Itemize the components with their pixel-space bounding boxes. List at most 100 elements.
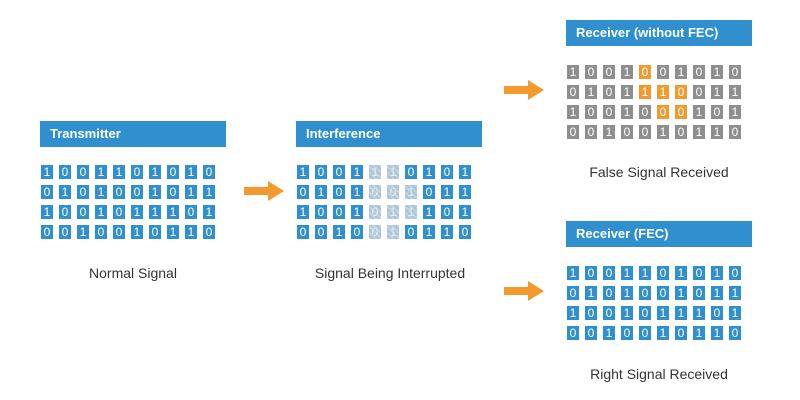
bit-cell: 0	[692, 84, 706, 100]
bit-cell: 1	[692, 124, 706, 140]
bit-cell: 1	[710, 84, 724, 100]
bit-cell: 1	[728, 84, 742, 100]
bit-cell: 1	[94, 164, 108, 180]
bit-cell: 0	[674, 104, 688, 120]
bit-cell: 1	[620, 64, 634, 80]
bit-cell: 1	[350, 164, 364, 180]
bit-cell: 1	[674, 305, 688, 321]
bit-cell: 1	[350, 184, 364, 200]
transmitter-header: Transmitter	[40, 121, 226, 147]
bit-cell: 1	[638, 84, 652, 100]
bit-cell: 1	[422, 164, 436, 180]
bit-cell: 1	[566, 305, 580, 321]
bit-cell: 0	[386, 184, 400, 200]
bit-cell: 0	[332, 204, 346, 220]
bit-cell: 1	[296, 204, 310, 220]
interference-caption: Signal Being Interrupted	[314, 265, 466, 281]
bit-cell: 0	[692, 265, 706, 281]
arrow-right-icon	[504, 281, 544, 301]
bit-cell: 0	[602, 305, 616, 321]
bit-cell: 0	[40, 184, 54, 200]
receiver-without-fec-caption: False Signal Received	[589, 164, 729, 180]
bit-cell: 1	[638, 265, 652, 281]
bit-cell: 1	[674, 265, 688, 281]
bit-cell: 0	[638, 305, 652, 321]
bit-cell: 0	[656, 104, 670, 120]
bit-cell: 0	[710, 305, 724, 321]
bit-cell: 0	[566, 285, 580, 301]
bit-cell: 0	[440, 204, 454, 220]
bit-cell: 1	[440, 184, 454, 200]
bit-cell: 0	[602, 64, 616, 80]
bit-cell: 0	[314, 164, 328, 180]
bit-cell: 0	[112, 204, 126, 220]
bit-cell: 1	[440, 224, 454, 240]
bit-cell: 1	[112, 164, 126, 180]
bit-cell: 1	[422, 204, 436, 220]
bit-cell: 1	[566, 104, 580, 120]
bit-cell: 0	[166, 164, 180, 180]
bit-cell: 1	[368, 164, 382, 180]
bit-cell: 0	[130, 164, 144, 180]
bit-cell: 0	[674, 84, 688, 100]
bit-cell: 1	[728, 285, 742, 301]
bit-cell: 0	[728, 265, 742, 281]
bit-cell: 1	[350, 204, 364, 220]
bit-cell: 0	[58, 224, 72, 240]
bit-cell: 0	[94, 224, 108, 240]
bit-cell: 0	[40, 224, 54, 240]
bit-cell: 0	[584, 124, 598, 140]
bit-cell: 0	[584, 265, 598, 281]
bit-cell: 1	[458, 164, 472, 180]
bit-cell: 1	[184, 224, 198, 240]
bit-cell: 0	[584, 104, 598, 120]
bit-cell: 0	[602, 104, 616, 120]
bit-cell: 0	[728, 124, 742, 140]
bit-cell: 0	[602, 285, 616, 301]
bit-cell: 1	[422, 224, 436, 240]
bit-cell: 1	[314, 184, 328, 200]
bit-cell: 0	[692, 285, 706, 301]
bit-cell: 0	[638, 285, 652, 301]
bit-cell: 0	[202, 224, 216, 240]
bit-cell: 0	[112, 224, 126, 240]
bit-cell: 1	[148, 184, 162, 200]
bit-cell: 1	[656, 325, 670, 341]
bit-cell: 1	[566, 64, 580, 80]
bit-cell: 0	[76, 184, 90, 200]
bit-cell: 0	[202, 164, 216, 180]
bit-cell: 1	[620, 104, 634, 120]
bit-cell: 0	[638, 104, 652, 120]
bit-cell: 1	[386, 204, 400, 220]
bit-cell: 1	[728, 104, 742, 120]
bit-cell: 0	[620, 124, 634, 140]
bit-cell: 0	[332, 164, 346, 180]
bit-cell: 1	[148, 164, 162, 180]
bit-cell: 1	[584, 84, 598, 100]
bit-cell: 0	[166, 184, 180, 200]
bit-cell: 0	[728, 64, 742, 80]
bit-cell: 1	[710, 124, 724, 140]
bit-cell: 1	[620, 84, 634, 100]
bit-cell: 0	[184, 204, 198, 220]
bit-cell: 0	[638, 325, 652, 341]
bit-cell: 1	[692, 104, 706, 120]
bit-cell: 0	[368, 184, 382, 200]
bit-cell: 0	[76, 204, 90, 220]
bit-cell: 0	[602, 265, 616, 281]
bit-cell: 0	[566, 325, 580, 341]
bit-cell: 1	[202, 184, 216, 200]
bit-cell: 1	[130, 204, 144, 220]
bit-cell: 0	[584, 325, 598, 341]
bit-cell: 0	[584, 64, 598, 80]
bit-cell: 0	[422, 184, 436, 200]
bit-cell: 1	[386, 164, 400, 180]
bit-cell: 1	[458, 184, 472, 200]
receiver-without-fec-header: Receiver (without FEC)	[566, 20, 752, 46]
bit-cell: 0	[566, 84, 580, 100]
bit-cell: 1	[296, 164, 310, 180]
bit-cell: 1	[656, 124, 670, 140]
bit-cell: 0	[314, 204, 328, 220]
receiver-fec-caption: Right Signal Received	[590, 366, 728, 382]
